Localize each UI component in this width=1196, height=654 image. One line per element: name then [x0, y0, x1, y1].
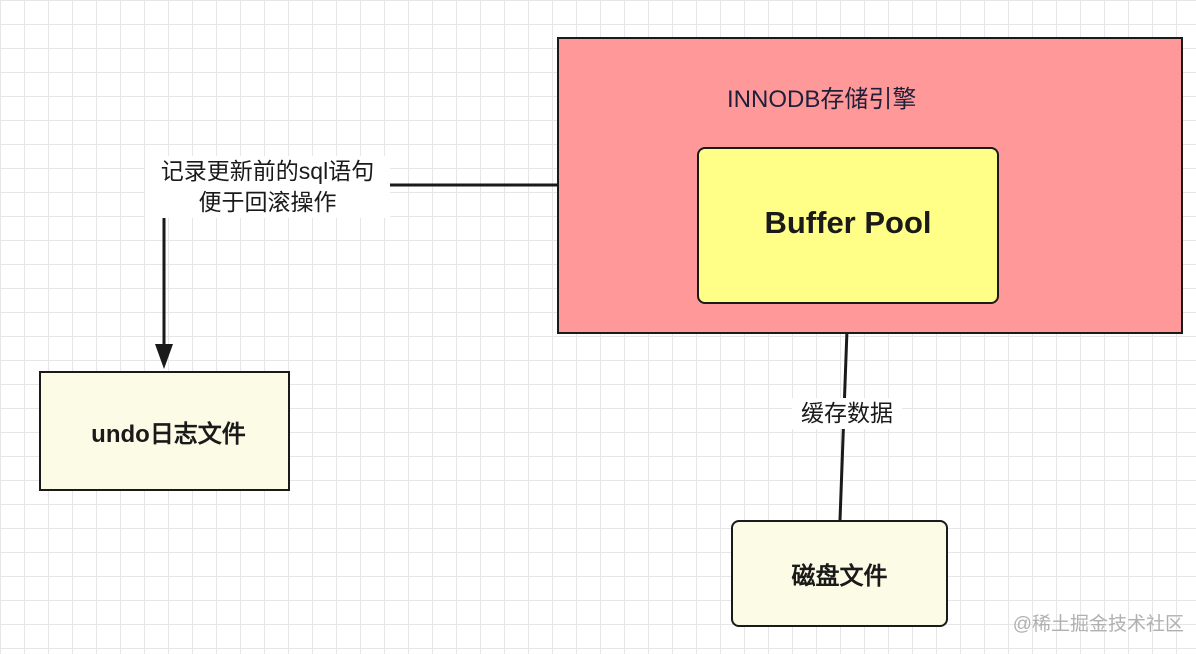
undo-arrowhead	[155, 344, 173, 369]
disk-file-label: 磁盘文件	[791, 563, 888, 590]
undo-edge-label-line2: 便于回滚操作	[198, 189, 337, 215]
undo-log-box: undo日志文件	[39, 371, 290, 491]
innodb-title: INNODB存储引擎	[727, 86, 917, 113]
undo-edge-label: 记录更新前的sql语句 便于回滚操作	[145, 156, 390, 218]
cache-data-edge-label: 缓存数据	[792, 398, 902, 429]
undo-log-label: undo日志文件	[91, 420, 246, 448]
buffer-pool-label: Buffer Pool	[764, 204, 932, 240]
undo-edge-label-line1: 记录更新前的sql语句	[160, 158, 375, 184]
disk-file-box: 磁盘文件	[731, 520, 948, 627]
watermark: @稀土掘金技术社区	[1012, 614, 1184, 635]
buffer-pool-box: Buffer Pool	[697, 147, 999, 304]
